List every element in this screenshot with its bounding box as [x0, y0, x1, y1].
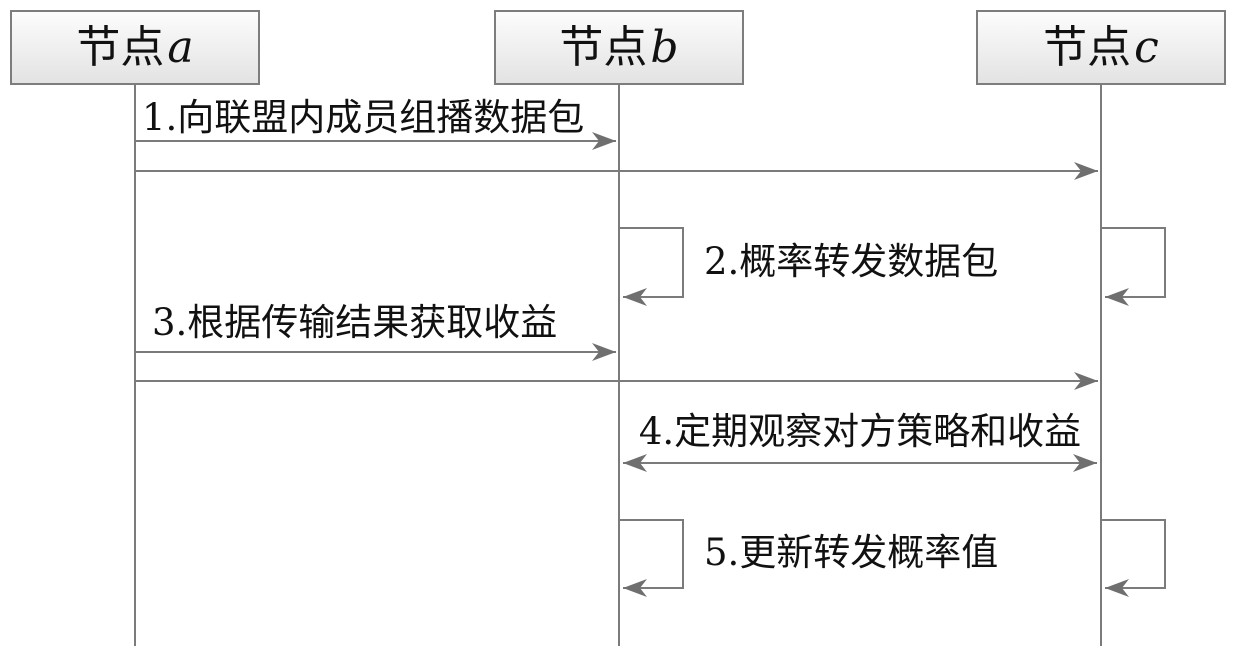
message-2-self-loop-b: [620, 227, 684, 306]
actor-label: 节点: [1043, 21, 1132, 73]
message-3-label: 3.根据传输结果获取收益: [152, 301, 558, 344]
actor-letter: b: [650, 21, 679, 73]
message-5-label: 5.更新转发概率值: [704, 531, 999, 574]
message-2-label: 2.概率转发数据包: [704, 240, 999, 283]
message-4-label: 4.定期观察对方策略和收益: [638, 410, 1082, 453]
message-1-label: 1.向联盟内成员组播数据包: [142, 96, 585, 139]
message-2-self-loop-c: [1102, 227, 1166, 306]
message-5-self-loop-b: [620, 519, 684, 597]
actor-label: 节点: [76, 21, 165, 73]
message-5-self-loop-c: [1102, 519, 1166, 597]
actor-letter: a: [167, 21, 194, 73]
actor-label: 节点: [559, 21, 648, 73]
actor-letter: c: [1134, 21, 1159, 73]
